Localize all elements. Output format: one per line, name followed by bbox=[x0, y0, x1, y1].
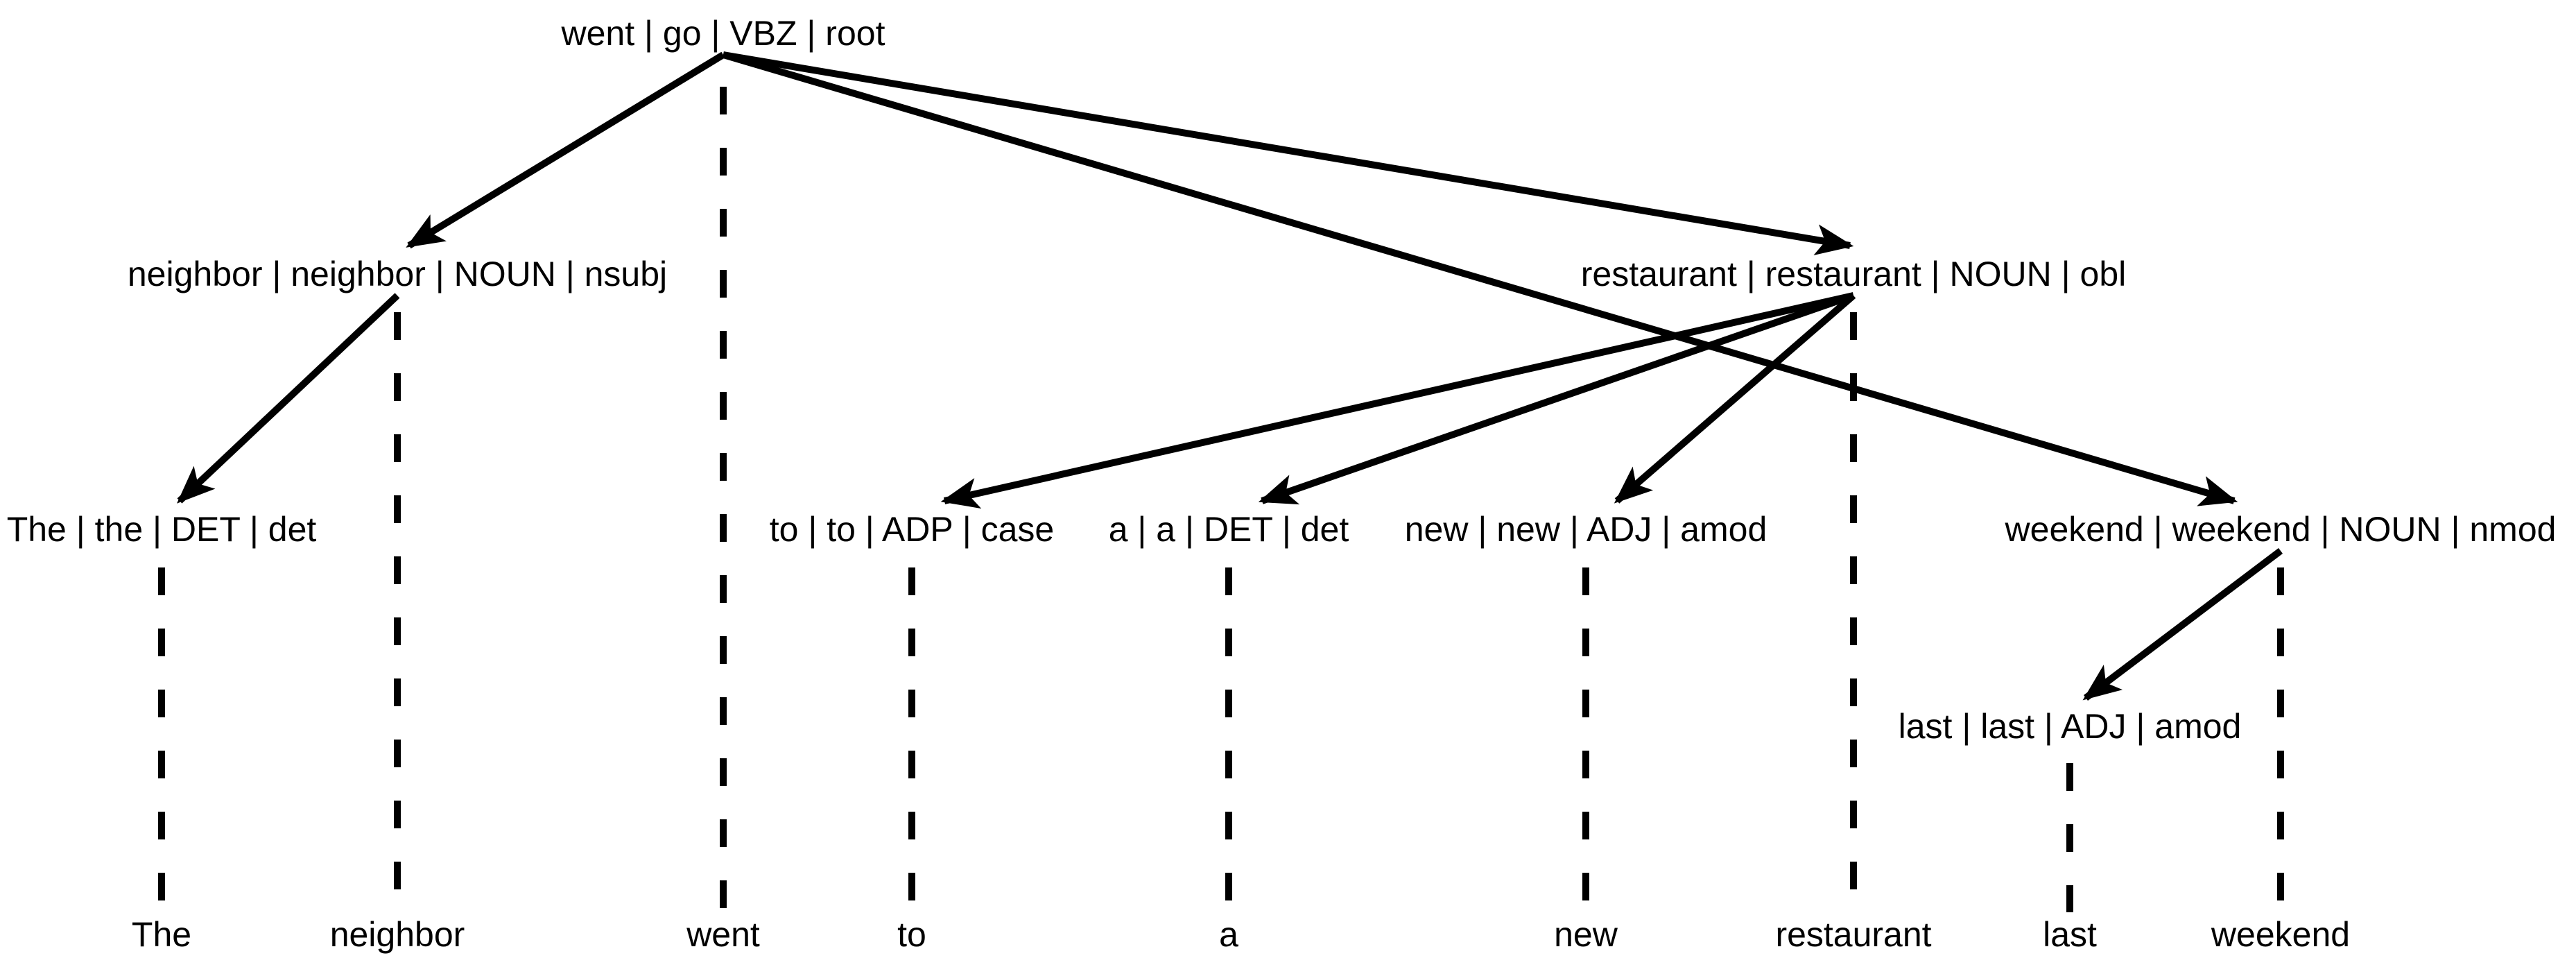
node-label-restaurant: restaurant | restaurant | NOUN | obl bbox=[1581, 255, 2127, 293]
sentence-word-new: new bbox=[1554, 915, 1618, 954]
sentence-word-neighbor: neighbor bbox=[330, 915, 465, 954]
dependency-edge-weekend-last bbox=[2082, 548, 2283, 701]
node-label-weekend: weekend | weekend | NOUN | nmod bbox=[2005, 510, 2557, 549]
dependency-edges-layer bbox=[176, 51, 2283, 701]
node-labels-layer: The | the | DET | det neighbor | neighbor… bbox=[7, 14, 2557, 746]
dependency-edge-neighbor-the bbox=[176, 293, 400, 504]
node-label-to: to | to | ADP | case bbox=[770, 510, 1054, 549]
node-label-neighbor: neighbor | neighbor | NOUN | nsubj bbox=[128, 255, 667, 293]
dependency-edge-restaurant-to bbox=[940, 292, 1855, 509]
node-label-the: The | the | DET | det bbox=[7, 510, 317, 549]
sentence-word-a: a bbox=[1219, 915, 1238, 954]
dependency-edge-went-restaurant bbox=[723, 51, 1854, 255]
sentence-words-layer: The neighbor went to a new restaurant last weeke… bbox=[132, 915, 2350, 954]
sentence-word-went: went bbox=[686, 915, 760, 954]
node-label-a: a | a | DET | det bbox=[1109, 510, 1349, 549]
dependency-edge-restaurant-a bbox=[1258, 292, 1855, 505]
sentence-word-last: last bbox=[2043, 915, 2097, 954]
sentence-word-restaurant: restaurant bbox=[1775, 915, 1931, 954]
sentence-word-to: to bbox=[897, 915, 926, 954]
dependency-edge-went-weekend bbox=[722, 51, 2238, 506]
sentence-word-the: The bbox=[132, 915, 191, 954]
node-label-new: new | new | ADJ | amod bbox=[1405, 510, 1767, 549]
dependency-edge-went-neighbor bbox=[406, 51, 725, 249]
sentence-word-weekend: weekend bbox=[2211, 915, 2350, 954]
node-label-went: went | go | VBZ | root bbox=[561, 14, 885, 53]
node-label-last: last | last | ADJ | amod bbox=[1899, 707, 2242, 746]
token-stems-layer bbox=[158, 87, 2284, 912]
dependency-edge-restaurant-new bbox=[1614, 293, 1856, 504]
